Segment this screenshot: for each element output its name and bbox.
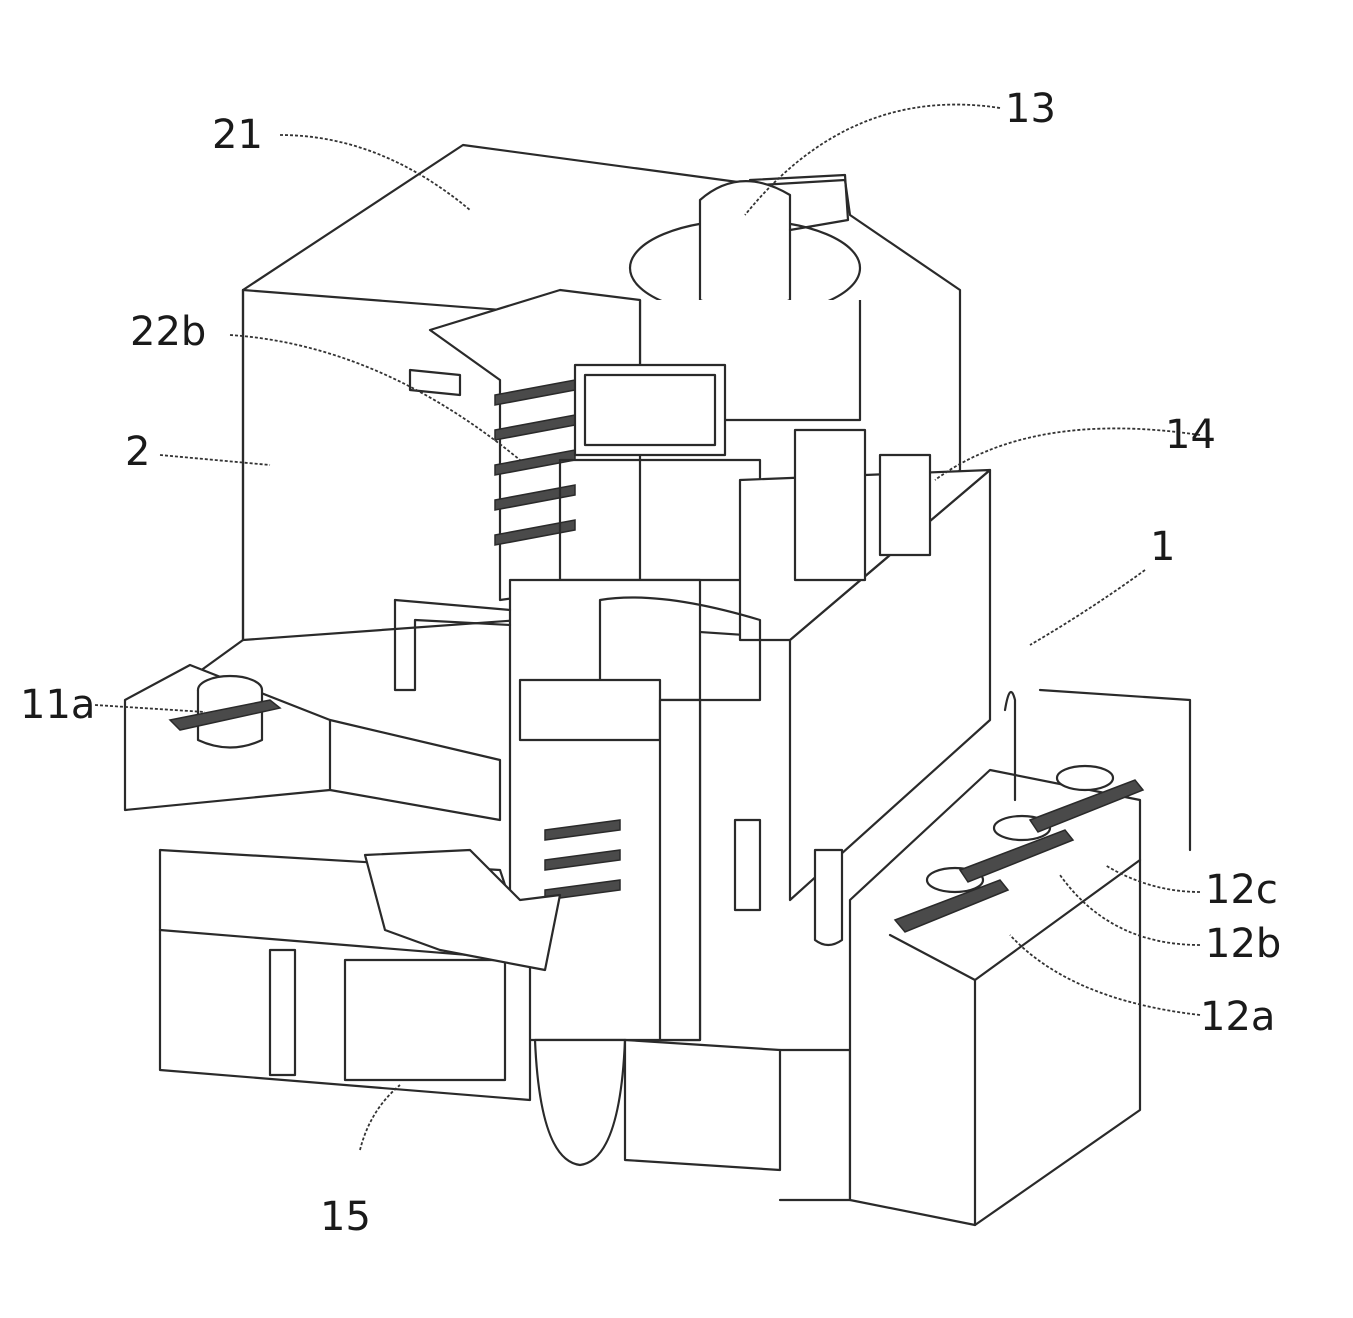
leader-15 [360,1085,400,1150]
label-21: 21 [212,112,263,158]
label-14: 14 [1165,412,1216,458]
label-1: 1 [1150,524,1175,570]
leader-1 [1030,570,1145,645]
label-11a: 11a [20,682,95,728]
label-13: 13 [1005,86,1056,132]
terminal-11a [125,665,500,820]
label-12b: 12b [1205,921,1281,967]
label-2: 2 [125,429,150,475]
label-15: 15 [320,1194,371,1240]
label-12a: 12a [1200,994,1275,1040]
label-12c: 12c [1205,867,1278,913]
label-22b: 22b [130,309,206,355]
